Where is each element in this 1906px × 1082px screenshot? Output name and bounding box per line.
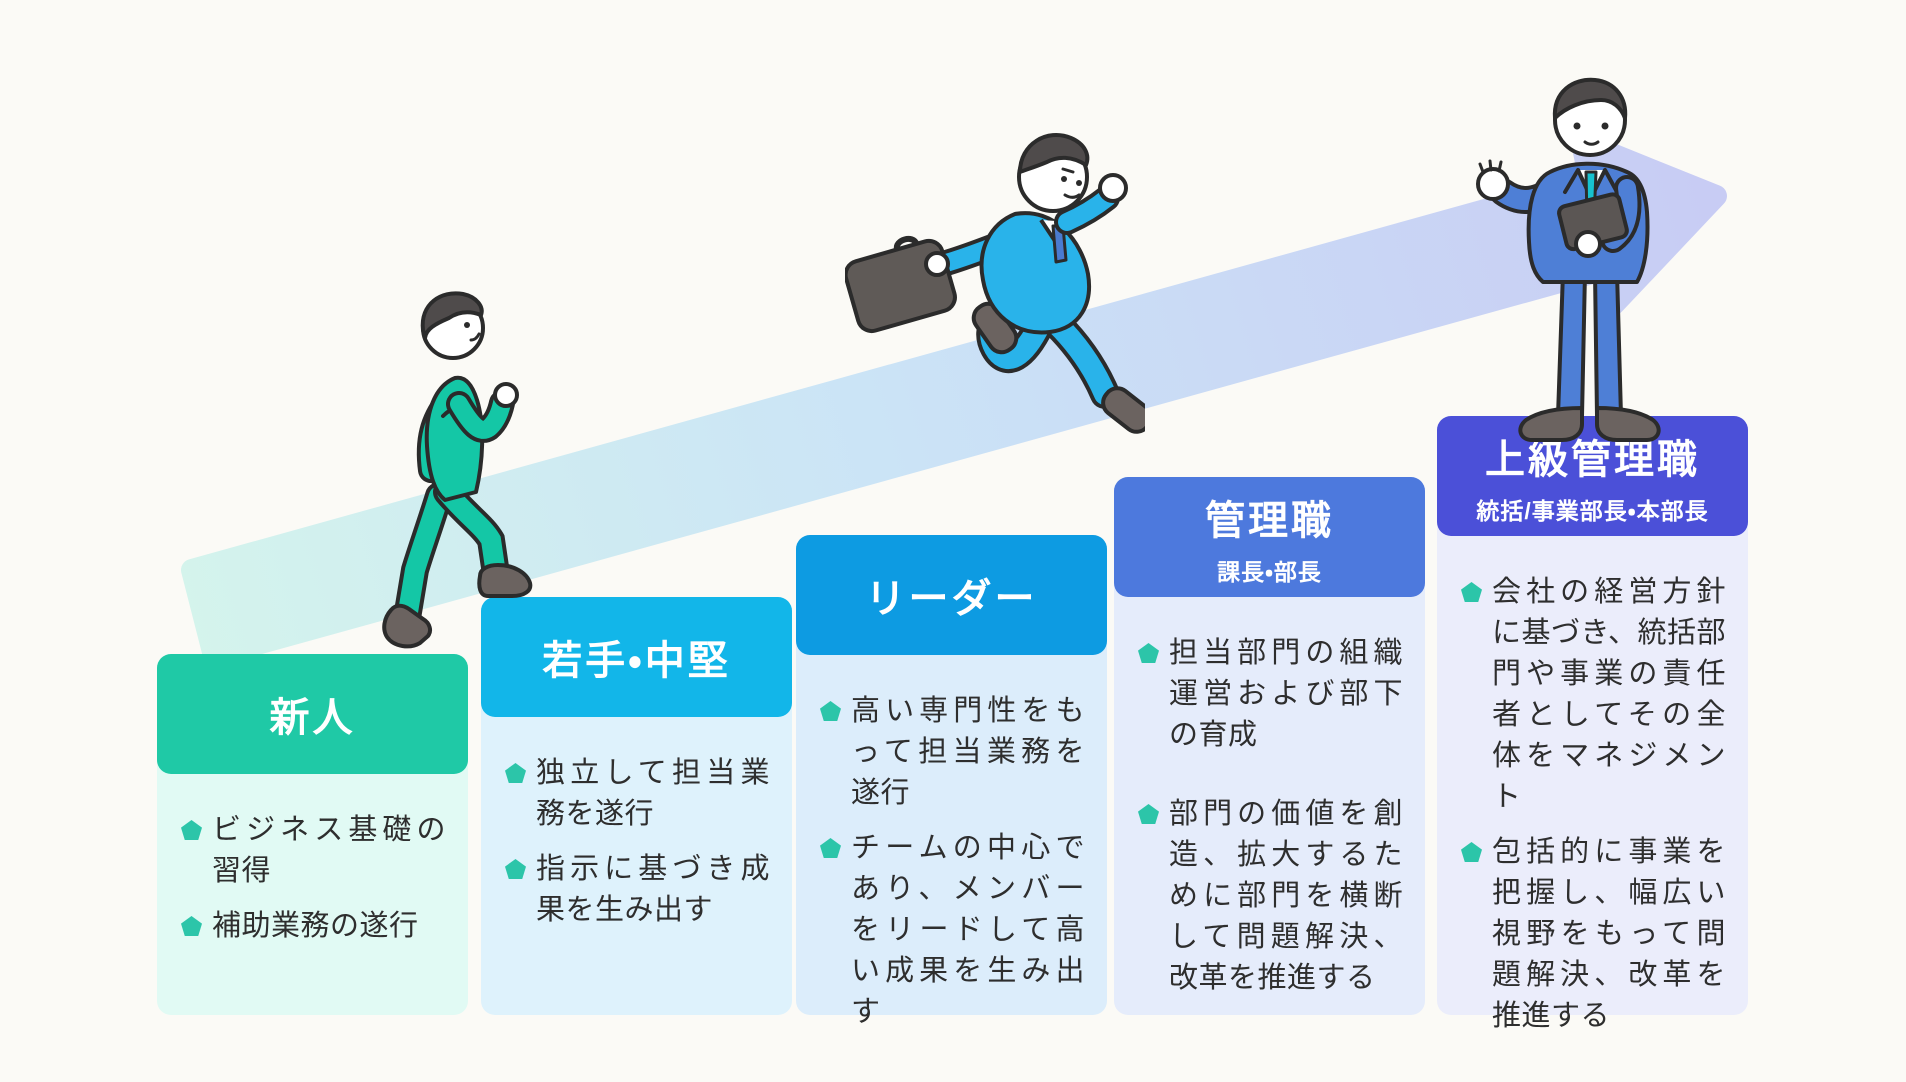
list-item: 会社の経営方針に基づき、統括部門や事業の責任者としてその全体をマネジメント [1461, 572, 1726, 818]
list-item: チームの中心であり、メンバーをリードして高い成果を生み出す [820, 828, 1085, 1033]
list-item-text: 部門の価値を創造、拡大するために部門を横断して問題解決、改革を推進する [1169, 798, 1403, 994]
stage-header: 上級管理職 統括/事業部長・本部長 [1437, 416, 1748, 536]
stage-body: 会社の経営方針に基づき、統括部門や事業の責任者としてその全体をマネジメント 包括… [1437, 550, 1748, 1032]
list-item-text: 会社の経営方針に基づき、統括部門や事業の責任者としてその全体をマネジメント [1492, 576, 1726, 813]
stage-body: ビジネス基礎の習得 補助業務の遂行 [157, 788, 468, 1015]
list-item: 部門の価値を創造、拡大するために部門を横断して問題解決、改革を推進する [1138, 794, 1403, 999]
stage-body: 独立して担当業務を遂行 指示に基づき成果を生み出す [481, 731, 792, 1015]
list-item: 指示に基づき成果を生み出す [505, 849, 770, 931]
stage-header: 新人 [157, 654, 468, 774]
pentagon-bullet-icon [1138, 804, 1159, 824]
pentagon-bullet-icon [820, 838, 841, 858]
stage-body: 担当部門の組織運営および部下の育成 部門の価値を創造、拡大するために部門を横断し… [1114, 611, 1425, 1015]
list-item-text: ビジネス基礎の習得 [212, 814, 446, 887]
stage-title: 新人 [269, 696, 356, 740]
stage-column-leader: リーダー 高い専門性をもって担当業務を遂行 チームの中心であり、メンバーをリード… [796, 535, 1107, 1028]
list-item: 独立して担当業務を遂行 [505, 753, 770, 835]
pentagon-bullet-icon [505, 859, 526, 879]
list-item: 包括的に事業を把握し、幅広い視野をもって問題解決、改革を推進する [1461, 832, 1726, 1037]
stage-title: 上級管理職 [1485, 437, 1700, 482]
stage-body: 高い専門性をもって担当業務を遂行 チームの中心であり、メンバーをリードして高い成… [796, 669, 1107, 1028]
list-item: 担当部門の組織運営および部下の育成 [1138, 633, 1403, 756]
stage-title: 管理職 [1205, 498, 1334, 543]
pentagon-bullet-icon [1461, 582, 1482, 602]
pentagon-bullet-icon [820, 701, 841, 721]
stage-subtitle: 課長・部長 [1217, 558, 1322, 585]
stage-header: リーダー [796, 535, 1107, 655]
pentagon-bullet-icon [181, 916, 202, 936]
stage-title: リーダー [865, 577, 1038, 621]
list-item-text: 高い専門性をもって担当業務を遂行 [851, 695, 1085, 809]
stage-title: 若手・中堅 [542, 639, 731, 683]
list-item-text: 補助業務の遂行 [212, 910, 419, 942]
pentagon-bullet-icon [1138, 643, 1159, 663]
stage-column-jokyu-kanrishoku: 上級管理職 統括/事業部長・本部長 会社の経営方針に基づき、統括部門や事業の責任… [1437, 416, 1748, 1032]
list-item-text: 担当部門の組織運営および部下の育成 [1169, 637, 1403, 751]
list-item: 高い専門性をもって担当業務を遂行 [820, 691, 1085, 814]
pentagon-bullet-icon [181, 820, 202, 840]
standing-person-icon [1476, 77, 1661, 442]
stage-column-wakate-chuken: 若手・中堅 独立して担当業務を遂行 指示に基づき成果を生み出す [481, 597, 792, 1015]
pentagon-bullet-icon [505, 763, 526, 783]
list-item-text: 包括的に事業を把握し、幅広い視野をもって問題解決、改革を推進する [1492, 836, 1726, 1032]
stage-column-shinjin: 新人 ビジネス基礎の習得 補助業務の遂行 [157, 654, 468, 1015]
pentagon-bullet-icon [1461, 842, 1482, 862]
stage-header: 管理職 課長・部長 [1114, 477, 1425, 597]
list-item: 補助業務の遂行 [181, 906, 446, 947]
list-item: ビジネス基礎の習得 [181, 810, 446, 892]
stage-column-kanrishoku: 管理職 課長・部長 担当部門の組織運営および部下の育成 部門の価値を創造、拡大す… [1114, 477, 1425, 1015]
stage-subtitle: 統括/事業部長・本部長 [1476, 497, 1709, 524]
list-item-text: 独立して担当業務を遂行 [536, 757, 770, 830]
list-item-text: 指示に基づき成果を生み出す [536, 853, 770, 926]
running-person-icon [845, 133, 1145, 434]
stage-header: 若手・中堅 [481, 597, 792, 717]
list-item-text: チームの中心であり、メンバーをリードして高い成果を生み出す [851, 832, 1085, 1028]
